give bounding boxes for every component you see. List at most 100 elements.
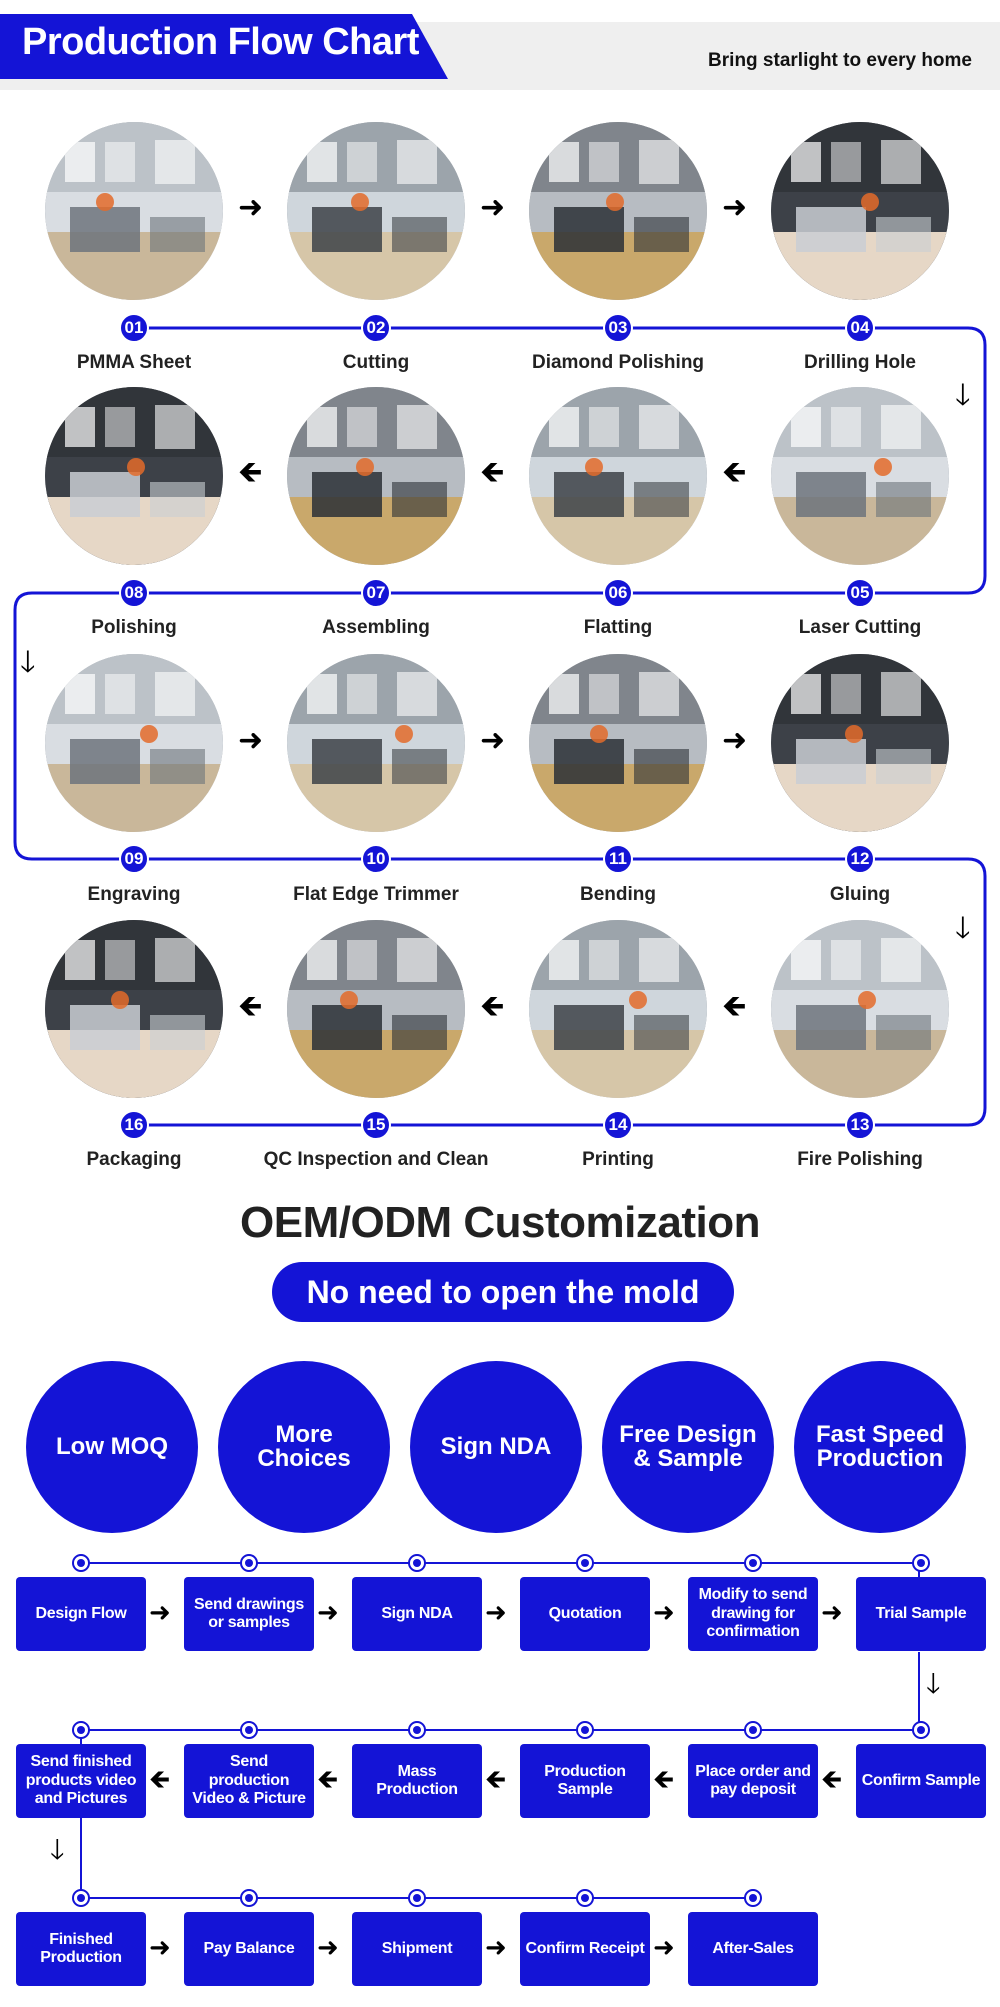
arrow-left-icon: 🡸 — [722, 456, 747, 489]
header-title-banner — [0, 14, 448, 79]
arrow-down-icon: 🡓 — [926, 1668, 941, 1699]
step-label: Packaging — [86, 1149, 182, 1170]
arrow-left-icon: 🡸 — [238, 456, 263, 489]
arrow-right-icon: ➜ — [485, 1932, 507, 1962]
step-label: Polishing — [91, 617, 177, 638]
timeline-dot — [744, 1554, 762, 1572]
design-flow-step: Send finished products video and Picture… — [16, 1744, 146, 1818]
step-label: Fire Polishing — [797, 1149, 923, 1170]
timeline-dot — [912, 1554, 930, 1572]
step-label: Flatting — [583, 617, 653, 638]
timeline-dot — [72, 1721, 90, 1739]
arrow-down-icon: 🡓 — [20, 646, 36, 679]
step-label: QC Inspection and Clean — [263, 1149, 489, 1170]
timeline-dot — [912, 1721, 930, 1739]
arrow-left-icon: 🡸 — [653, 1764, 675, 1794]
qc-inspection-photo — [287, 920, 465, 1098]
timeline-dot — [240, 1889, 258, 1907]
step-label: Drilling Hole — [804, 352, 916, 373]
step-number-badge: 08 — [119, 578, 149, 608]
arrow-down-icon: 🡓 — [50, 1834, 65, 1865]
hand-polishing-photo — [45, 387, 223, 565]
timeline-dot — [408, 1889, 426, 1907]
arrow-right-icon: ➜ — [238, 191, 264, 224]
cutting-machine-photo — [287, 122, 465, 300]
arrow-right-icon: ➜ — [485, 1597, 507, 1627]
design-flow-step: Design Flow — [16, 1577, 146, 1651]
header-tagline: Bring starlight to every home — [708, 50, 972, 71]
step-number-badge: 05 — [845, 578, 875, 608]
step-number-badge: 06 — [603, 578, 633, 608]
step-number-badge: 02 — [361, 313, 391, 343]
arrow-left-icon: 🡸 — [480, 990, 505, 1023]
arrow-right-icon: ➜ — [653, 1597, 675, 1627]
arrow-right-icon: ➜ — [653, 1932, 675, 1962]
feature-more-choices: More Choices — [218, 1361, 390, 1533]
design-flow-step: Sign NDA — [352, 1577, 482, 1651]
design-flow-step: Production Sample — [520, 1744, 650, 1818]
arrow-right-icon: ➜ — [821, 1597, 843, 1627]
step-number-badge: 09 — [119, 844, 149, 874]
fire-polishing-photo — [771, 920, 949, 1098]
step-label: Assembling — [322, 617, 430, 638]
timeline-dot — [576, 1721, 594, 1739]
edge-trimmer-photo — [287, 654, 465, 832]
step-label: PMMA Sheet — [76, 352, 192, 373]
no-mold-banner: No need to open the mold — [272, 1262, 734, 1322]
workshop-photo — [529, 387, 707, 565]
timeline-dot — [408, 1721, 426, 1739]
step-number-badge: 16 — [119, 1110, 149, 1140]
arrow-left-icon: 🡸 — [238, 990, 263, 1023]
arrow-right-icon: ➜ — [317, 1932, 339, 1962]
feature-sign-nda: Sign NDA — [410, 1361, 582, 1533]
step-label: Cutting — [342, 352, 410, 373]
arrow-right-icon: ➜ — [149, 1932, 171, 1962]
timeline-dot — [576, 1889, 594, 1907]
bending-machine-photo — [529, 654, 707, 832]
arrow-left-icon: 🡸 — [149, 1764, 171, 1794]
laser-cutter-photo — [771, 387, 949, 565]
oem-section-title: OEM/ODM Customization — [240, 1198, 760, 1247]
arrow-down-icon: 🡓 — [955, 912, 971, 945]
timeline-dot — [744, 1889, 762, 1907]
timeline-dot — [576, 1554, 594, 1572]
timeline-dot — [240, 1721, 258, 1739]
design-flow-step: Send drawings or samples — [184, 1577, 314, 1651]
arrow-left-icon: 🡸 — [317, 1764, 339, 1794]
design-flow-step: Modify to send drawing for confirmation — [688, 1577, 818, 1651]
flow-connector-lines — [13, 326, 987, 1127]
design-flow-step: Quotation — [520, 1577, 650, 1651]
step-number-badge: 01 — [119, 313, 149, 343]
step-number-badge: 10 — [361, 844, 391, 874]
design-flow-step: After-Sales — [688, 1912, 818, 1986]
feature-fast-speed-production: Fast Speed Production — [794, 1361, 966, 1533]
arrow-right-icon: ➜ — [722, 191, 748, 224]
page-title: Production Flow Chart — [22, 21, 419, 63]
step-number-badge: 03 — [603, 313, 633, 343]
arrow-right-icon: ➜ — [480, 724, 506, 757]
step-number-badge: 15 — [361, 1110, 391, 1140]
design-flow-step: Shipment — [352, 1912, 482, 1986]
step-number-badge: 14 — [603, 1110, 633, 1140]
factory-warehouse-photo — [45, 122, 223, 300]
design-flow-step: Trial Sample — [856, 1577, 986, 1651]
timeline-dot — [240, 1554, 258, 1572]
polishing-machine-photo — [529, 122, 707, 300]
design-flow-step: Confirm Receipt — [520, 1912, 650, 1986]
step-number-badge: 04 — [845, 313, 875, 343]
arrow-right-icon: ➜ — [238, 724, 264, 757]
step-label: Engraving — [87, 884, 181, 905]
step-label: Printing — [582, 1149, 654, 1170]
step-number-badge: 07 — [361, 578, 391, 608]
feature-low-moq: Low MOQ — [26, 1361, 198, 1533]
design-flow-step: Confirm Sample — [856, 1744, 986, 1818]
step-label: Bending — [580, 884, 656, 905]
step-label: Flat Edge Trimmer — [293, 884, 459, 905]
arrow-right-icon: ➜ — [149, 1597, 171, 1627]
design-flow-step: Send production Video & Picture — [184, 1744, 314, 1818]
timeline-dot — [744, 1721, 762, 1739]
design-flow-step: Pay Balance — [184, 1912, 314, 1986]
gluing-workshop-photo — [771, 654, 949, 832]
drill-photo — [771, 122, 949, 300]
step-number-badge: 13 — [845, 1110, 875, 1140]
